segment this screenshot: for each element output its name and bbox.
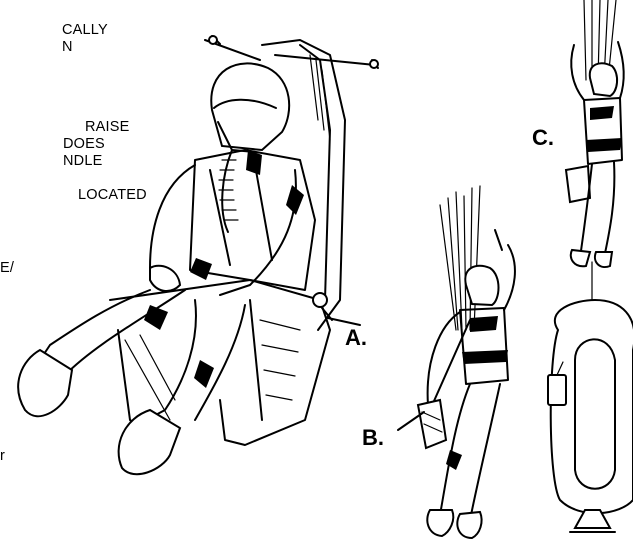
callout-a: A. (345, 325, 367, 351)
parachute-descent-figure (418, 186, 515, 538)
callout-c: C. (532, 125, 554, 151)
kit-deployed-figure (548, 0, 633, 532)
leader-line-a (328, 318, 360, 325)
ejection-seat-figure (18, 36, 378, 474)
callout-b: B. (362, 425, 384, 451)
